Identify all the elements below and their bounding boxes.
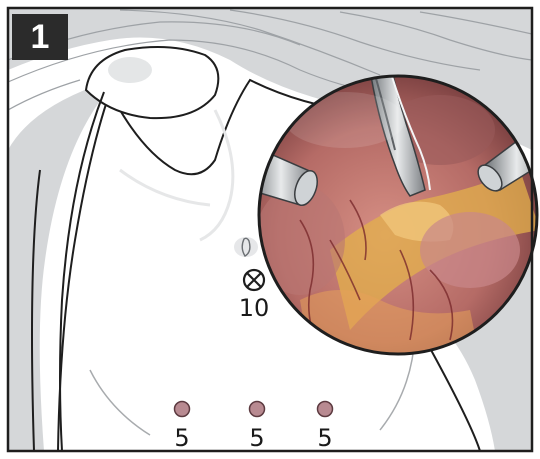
port-marker — [250, 402, 265, 417]
port-label: 5 — [305, 426, 345, 450]
port-marker — [175, 402, 190, 417]
port-marker — [318, 402, 333, 417]
step-badge: 1 — [12, 14, 68, 60]
port-label: 5 — [237, 426, 277, 450]
camera-port-label: 10 — [234, 296, 274, 320]
step-number: 1 — [12, 14, 68, 60]
umbilicus-shadow — [234, 237, 258, 257]
port-label: 5 — [162, 426, 202, 450]
x-circle-icon — [244, 270, 264, 290]
